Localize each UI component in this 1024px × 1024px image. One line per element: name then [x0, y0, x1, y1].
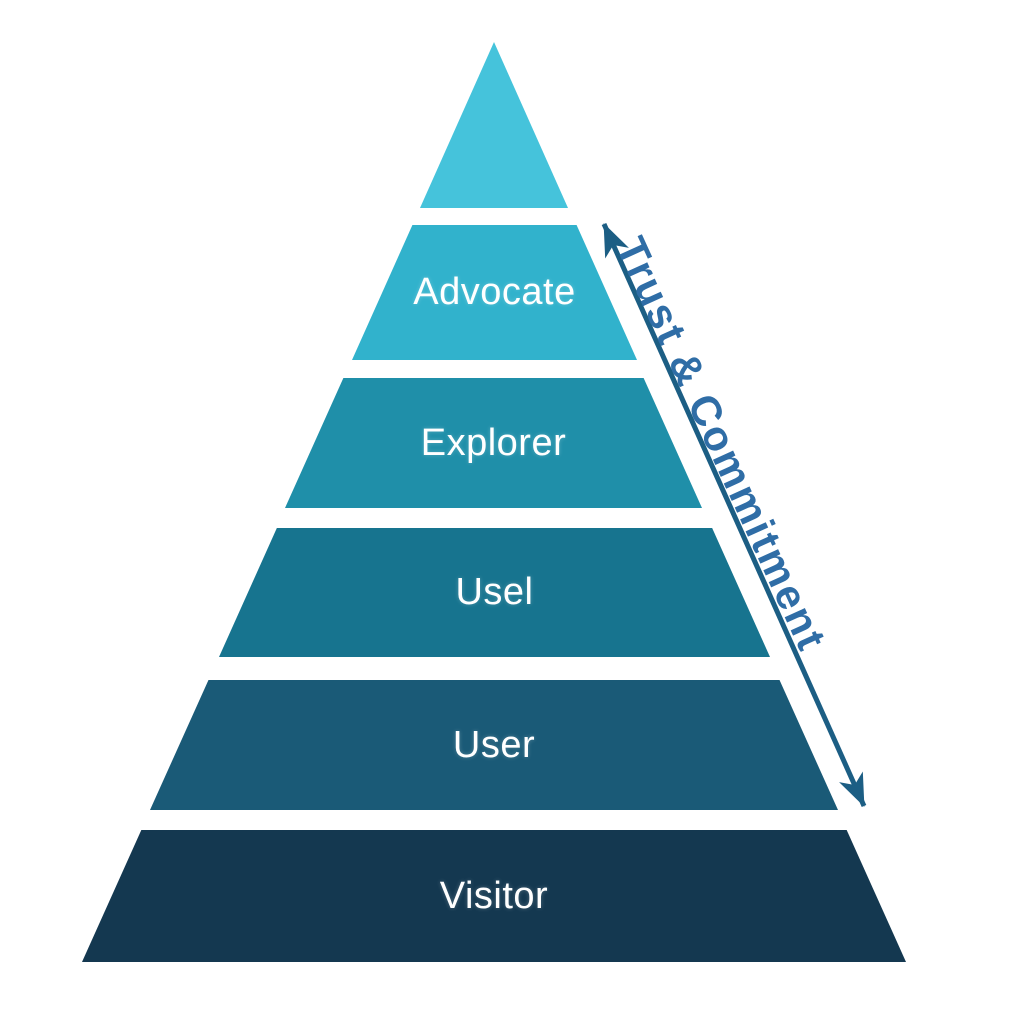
pyramid-level-usel: Usel	[219, 528, 770, 657]
level-label-usel: Usel	[455, 571, 534, 613]
pyramid-level-explorer: Explorer	[285, 378, 702, 508]
pyramid-level-advocate: Advocate	[352, 225, 637, 360]
level-label-visitor: Visitor	[439, 874, 549, 917]
level-label-advocate: Advocate	[413, 271, 576, 313]
pyramid-apex-level	[420, 42, 568, 208]
level-label-user: User	[452, 723, 536, 766]
pyramid-level-visitor: Visitor	[82, 830, 906, 962]
level-label-explorer: Explorer	[420, 421, 567, 464]
pyramid-level-user: User	[150, 680, 838, 810]
